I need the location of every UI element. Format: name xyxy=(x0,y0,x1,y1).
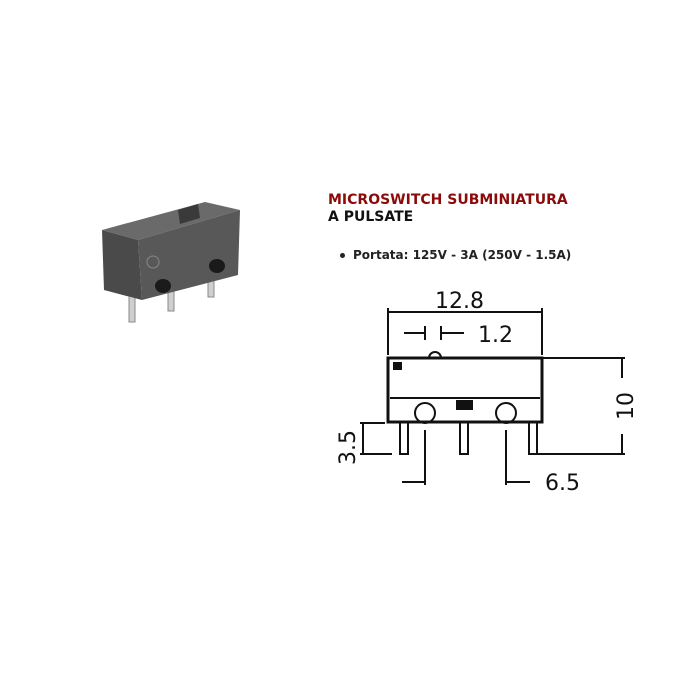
dimension-drawing: 12.8 1.2 6.5 10 3.5 xyxy=(330,280,640,500)
dim-pin-length-label: 3.5 xyxy=(336,430,361,465)
spec-item: Portata: 125V - 3A (250V - 1.5A) xyxy=(340,248,571,262)
dim-pin-spacing-label: 6.5 xyxy=(545,471,580,496)
spec-label: Portata: 125V - 3A (250V - 1.5A) xyxy=(353,248,572,262)
bullet-icon xyxy=(340,253,345,258)
title-line-2: A PULSATE xyxy=(328,209,414,225)
dim-actuator-label: 1.2 xyxy=(478,323,513,348)
dim-width-label: 12.8 xyxy=(435,289,484,314)
microswitch-photo xyxy=(90,190,250,340)
title-line-1: MICROSWITCH SUBMINIATURA xyxy=(328,192,568,208)
product-title: MICROSWITCH SUBMINIATURA A PULSATE xyxy=(328,192,568,226)
dim-height-label: 10 xyxy=(614,392,639,420)
